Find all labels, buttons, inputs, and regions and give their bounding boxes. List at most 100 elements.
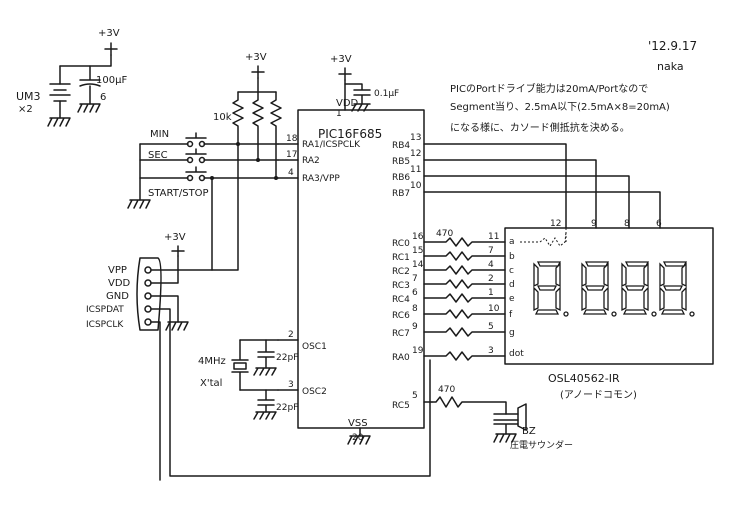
pin-label-rb7: RB7 — [392, 189, 410, 199]
power-label-4: +3V — [164, 232, 186, 243]
segment-resistor-b — [423, 251, 506, 261]
segment-resistor-e — [423, 293, 506, 303]
pin-num-7: 7 — [412, 274, 418, 284]
ground-symbol-7 — [347, 427, 371, 445]
buzzer-section: 470 BZ 圧電サウンダー — [431, 385, 573, 451]
pin-num-19: 19 — [412, 346, 424, 356]
digit-pin-8: 8 — [624, 219, 630, 229]
digit-pin-9: 9 — [591, 219, 597, 229]
note-line-1: PICのPortドライブ能力は20mA/Portなので — [450, 82, 648, 95]
pin-label-rb6: RB6 — [392, 173, 410, 183]
display-part: OSL40562-IR — [548, 372, 620, 385]
pin-num-5: 5 — [412, 391, 418, 401]
pin-num-9: 9 — [412, 322, 418, 332]
digit-4 — [659, 261, 695, 317]
bulk-capacitor — [79, 65, 101, 105]
date-text: '12.9.17 — [648, 39, 697, 53]
pin-num-10: 10 — [410, 181, 422, 191]
pin-label-rb4: RB4 — [392, 141, 410, 151]
switch-sec — [185, 148, 207, 155]
icsp-pin-dat: ICSPDAT — [86, 305, 124, 315]
pin-label-ra1: RA1/ICSPCLK — [302, 140, 361, 150]
pin-label-rc3: RC3 — [392, 281, 410, 291]
mcu-block: VDD PIC16F685 VSS 1 20 +3V 0.1μF 18 RA1/… — [277, 54, 661, 443]
bulk-cap-tag: 6 — [100, 92, 106, 103]
switch-label-startstop: START/STOP — [148, 188, 209, 199]
icsp-header-body — [136, 257, 162, 331]
pin-num-14: 14 — [412, 260, 424, 270]
crystal-symbol — [231, 339, 249, 391]
author-text: naka — [657, 60, 684, 73]
power-label-3: +3V — [330, 54, 352, 65]
decoupling-capacitor — [344, 83, 371, 112]
pin-num-16: 16 — [412, 232, 424, 242]
decoupling-value: 0.1μF — [374, 89, 399, 99]
crystal-freq: 4MHz — [198, 356, 226, 367]
digit-1 — [533, 261, 569, 317]
ground-symbol-5 — [253, 367, 277, 376]
segment-resistor-d — [423, 279, 506, 289]
segment-res-value: 470 — [436, 229, 453, 239]
icsp-pin-gnd: GND — [106, 291, 129, 302]
display-digits — [533, 261, 695, 317]
pin-num-15: 15 — [412, 246, 423, 256]
seg-label-c: c — [509, 266, 514, 276]
switch-label-min: MIN — [150, 129, 169, 140]
digit-pin-6: 6 — [656, 219, 662, 229]
pin-num-17: 17 — [286, 150, 297, 160]
icsp-connector: +3V VPP VDD GND ICSPDAT ICSPCLK — [86, 143, 431, 481]
pullup-section: +3V 10k — [213, 52, 282, 179]
pin-label-rc5: RC5 — [392, 401, 410, 411]
pin-num-8: 8 — [412, 304, 418, 314]
switch-label-sec: SEC — [148, 150, 168, 161]
switch-section: MIN SEC START/STOP — [127, 129, 279, 209]
power-arrow-2 — [251, 65, 265, 79]
pin-num-2: 2 — [288, 330, 294, 340]
ground-symbol-8 — [493, 433, 517, 443]
seg-pin-7: 7 — [488, 246, 494, 256]
ground-symbol-6 — [253, 411, 277, 420]
crystal-cap-1 — [257, 339, 275, 369]
wire-digit-2 — [423, 175, 630, 229]
pullup-value: 10k — [213, 112, 232, 123]
pin-label-rc0: RC0 — [392, 239, 410, 249]
seg-pin-2: 2 — [488, 274, 494, 284]
pin-label-rb5: RB5 — [392, 157, 410, 167]
display-body — [504, 227, 714, 365]
mcu-vss-label: VSS — [348, 418, 368, 429]
ground-symbol-3 — [127, 199, 151, 209]
power-arrow-4 — [171, 245, 185, 257]
seven-segment-display: OSL40562-IR (アノードコモン) 12 9 8 6 a b c d e… — [504, 219, 714, 401]
crystal-cap2-value: 22pF — [276, 403, 298, 413]
buzzer-horn — [517, 403, 527, 431]
pin-label-rc1: RC1 — [392, 253, 410, 263]
buzzer-res-value: 470 — [438, 385, 455, 395]
mcu-vdd-label: VDD — [336, 98, 359, 109]
crystal-section: 4MHz X'tal 22pF 22pF — [198, 339, 298, 420]
wire-digit-1 — [423, 159, 597, 229]
seg-label-d: d — [509, 280, 515, 290]
mcu-pin-vss: 20 — [352, 433, 364, 443]
segment-resistor-g — [423, 327, 506, 337]
buzzer-symbol — [493, 413, 519, 435]
pin-label-ra0: RA0 — [392, 353, 410, 363]
segment-resistor-c — [423, 265, 506, 275]
pin-label-osc1: OSC1 — [302, 342, 327, 352]
mcu-body — [297, 109, 425, 429]
seg-label-b: b — [509, 252, 515, 262]
seg-pin-11: 11 — [488, 232, 499, 242]
segment-resistor-dot — [423, 351, 506, 361]
pin-label-ra3: RA3/VPP — [302, 174, 340, 184]
seg-pin-3: 3 — [488, 346, 494, 356]
seg-label-a: a — [509, 237, 515, 247]
icsp-pin-vdd: VDD — [108, 278, 131, 289]
note-line-3: になる様に、カソード側抵抗を決める。 — [450, 121, 630, 134]
pin-label-osc2: OSC2 — [302, 387, 327, 397]
pin-num-11: 11 — [410, 165, 421, 175]
ground-symbol-4 — [165, 321, 189, 331]
seg-pin-10: 10 — [488, 304, 500, 314]
pin-label-rc7: RC7 — [392, 329, 410, 339]
seg-label-e: e — [509, 294, 515, 304]
